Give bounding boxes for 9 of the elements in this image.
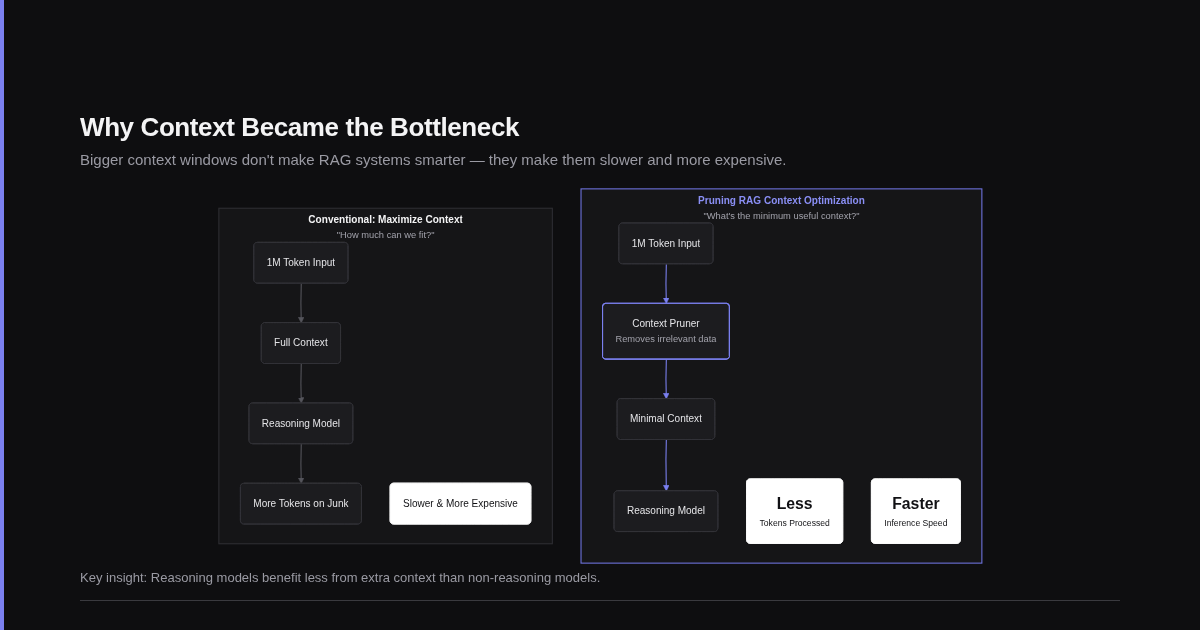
arrow [662, 439, 670, 492]
arrow [662, 358, 669, 400]
arrow [297, 282, 304, 324]
subtitle-text: Bigger context windows don't make RAG systems smarter — they make them slower and more expensive. [80, 151, 787, 168]
heading: Why Context Became the Bottleneck [80, 112, 519, 143]
arrow [297, 443, 304, 484]
arrow [297, 363, 304, 404]
footnote-text: Key insight: Reasoning models benefit less from extra context than non-reasoning models. [80, 570, 601, 585]
arrow [662, 263, 669, 304]
